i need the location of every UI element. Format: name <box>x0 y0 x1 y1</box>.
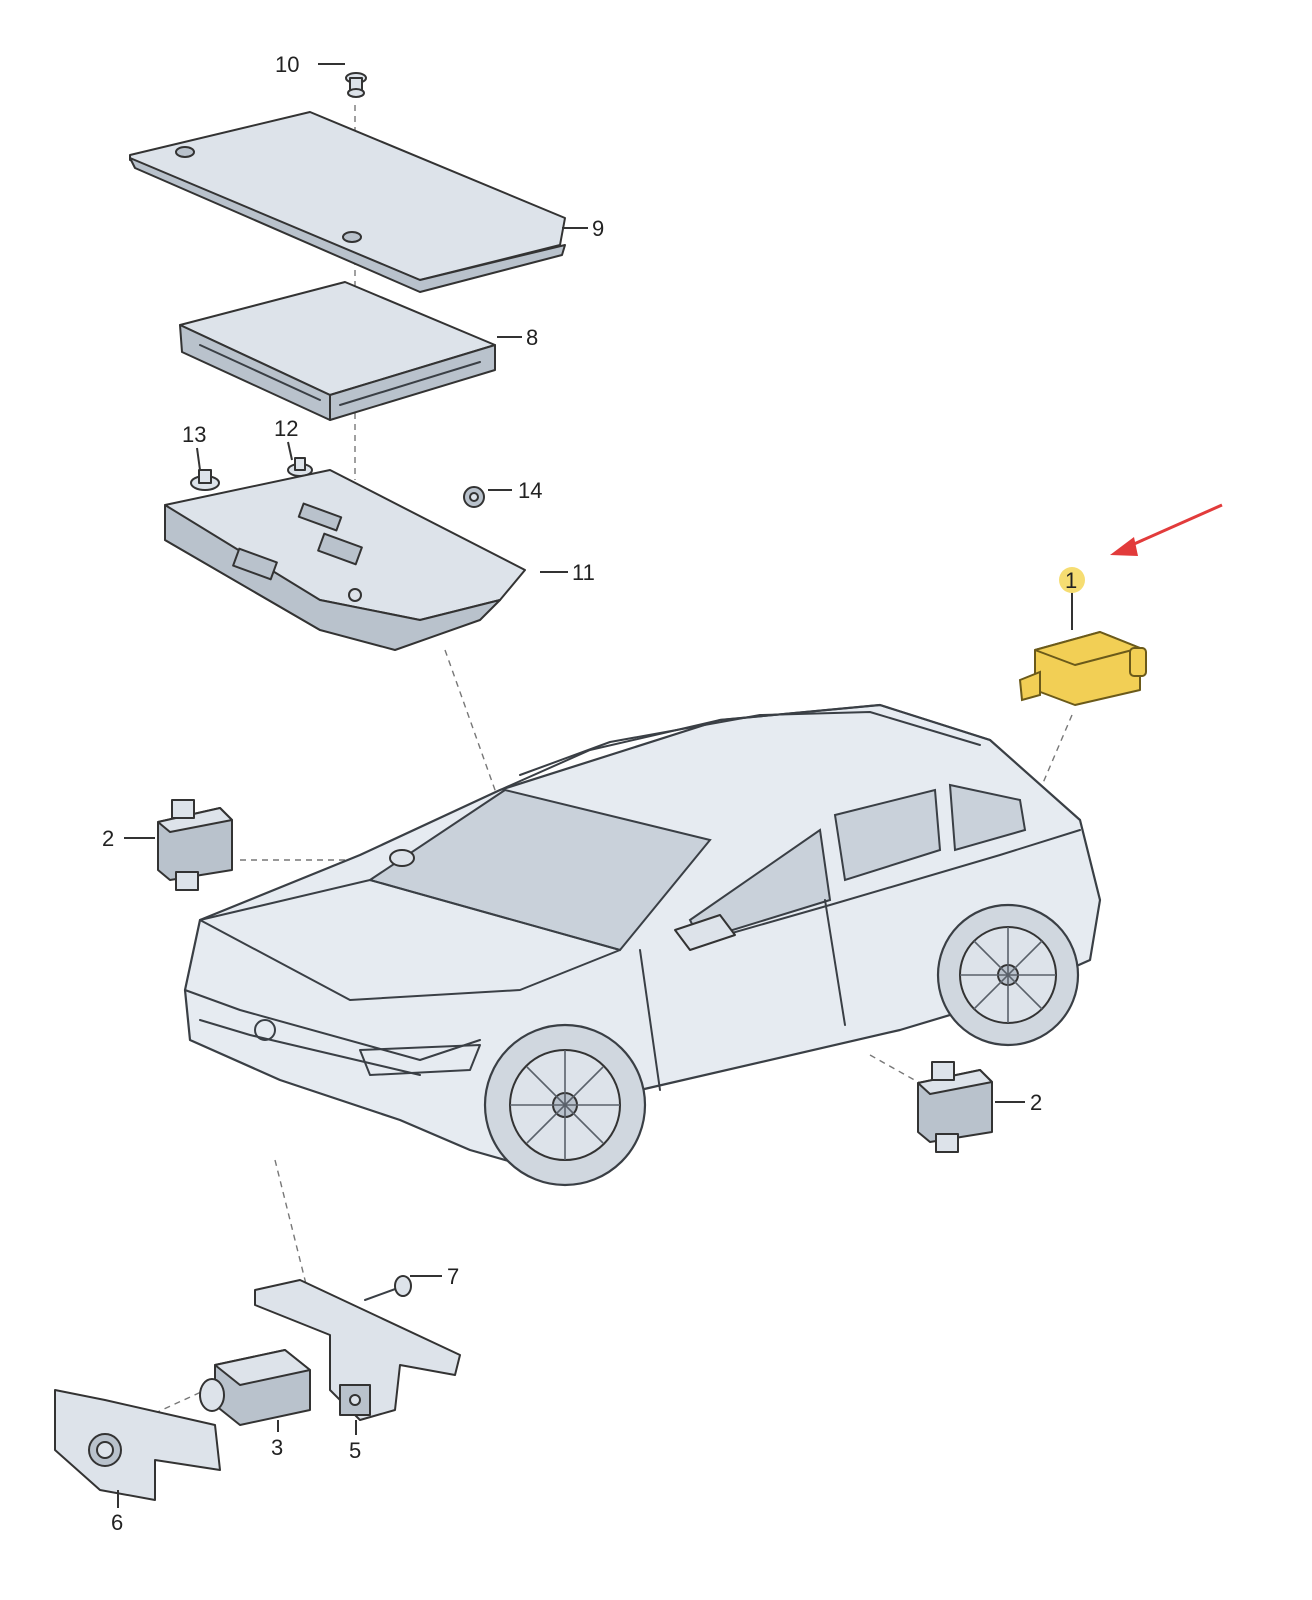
part-5-bracket[interactable] <box>254 1279 461 1421</box>
part-1-sensor-highlighted[interactable] <box>1018 631 1147 706</box>
part-13-screw[interactable] <box>190 469 220 491</box>
leader-lines <box>117 63 1073 1508</box>
vehicle-illustration <box>183 703 1102 1187</box>
callout-11[interactable]: 11 <box>572 560 595 585</box>
callout-6[interactable]: 6 <box>111 1510 123 1535</box>
part-12-screw[interactable] <box>287 457 313 477</box>
pointer-arrow <box>1110 503 1223 556</box>
callout-1-highlight-badge <box>1059 567 1085 593</box>
callout-2-right[interactable]: 2 <box>1030 1090 1042 1115</box>
callout-14[interactable]: 14 <box>518 478 542 503</box>
callout-8[interactable]: 8 <box>526 325 538 350</box>
callout-2-left[interactable]: 2 <box>102 826 114 851</box>
part-9-cover[interactable] <box>129 111 566 293</box>
callout-5[interactable]: 5 <box>349 1438 361 1463</box>
part-3-camera[interactable] <box>199 1349 311 1426</box>
callout-9[interactable]: 9 <box>592 216 604 241</box>
callout-1[interactable]: 1 <box>1065 568 1077 593</box>
part-2-sensor-left[interactable] <box>157 799 233 891</box>
part-10-clip[interactable] <box>345 72 367 98</box>
part-8-control-unit[interactable] <box>179 281 496 421</box>
part-2-sensor-right[interactable] <box>917 1061 993 1153</box>
part-11-bracket[interactable] <box>164 469 526 651</box>
callout-7[interactable]: 7 <box>447 1264 459 1289</box>
part-14-nut[interactable] <box>463 486 485 508</box>
callout-10[interactable]: 10 <box>275 52 299 77</box>
part-6-mount[interactable] <box>54 1389 221 1501</box>
callout-13[interactable]: 13 <box>182 422 206 447</box>
part-7-screw[interactable] <box>364 1275 412 1301</box>
callout-labels: 10 9 8 13 12 14 11 1 2 2 7 5 3 6 <box>102 52 1077 1535</box>
callout-3[interactable]: 3 <box>271 1435 283 1460</box>
callout-12[interactable]: 12 <box>274 416 298 441</box>
